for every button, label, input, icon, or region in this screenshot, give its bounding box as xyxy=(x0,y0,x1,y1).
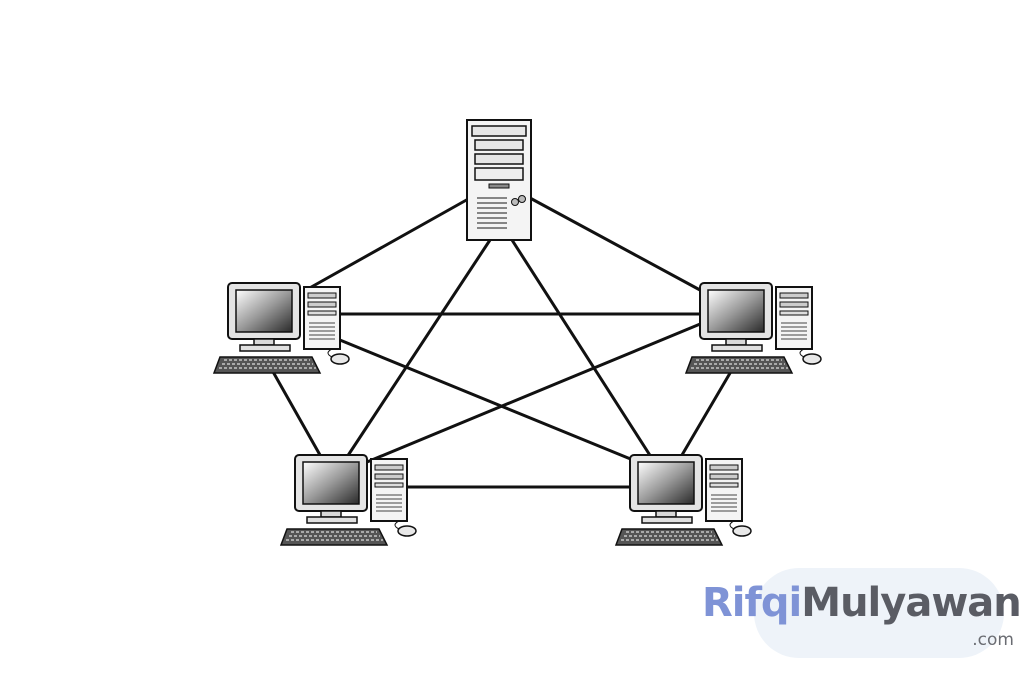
desktop-computer-icon xyxy=(213,282,350,374)
watermark-part2: Mulyawan xyxy=(801,580,1021,626)
server-tower-icon xyxy=(466,119,532,241)
watermark-cloud xyxy=(754,568,1004,658)
desktop-computer-icon xyxy=(685,282,822,374)
watermark-suffix: .com xyxy=(972,630,1014,650)
watermark-part1: Rifqi xyxy=(702,580,802,626)
desktop-computer-icon xyxy=(615,454,752,546)
link-pc-right-pc-bottom-left xyxy=(365,320,707,464)
links xyxy=(270,196,735,489)
watermark-text: RifqiMulyawan xyxy=(702,580,1022,626)
link-pc-left-pc-bottom-left xyxy=(270,368,322,457)
watermark-logo: RifqiMulyawan .com xyxy=(702,568,1022,658)
link-server-pc-bottom-right xyxy=(510,238,655,462)
link-pc-right-pc-bottom-right xyxy=(680,366,735,457)
desktop-computer-icon xyxy=(280,454,417,546)
link-server-pc-left xyxy=(304,196,472,292)
link-server-pc-right xyxy=(528,196,702,292)
link-server-pc-bottom-left xyxy=(343,238,492,462)
link-pc-left-pc-bottom-right xyxy=(333,336,635,462)
